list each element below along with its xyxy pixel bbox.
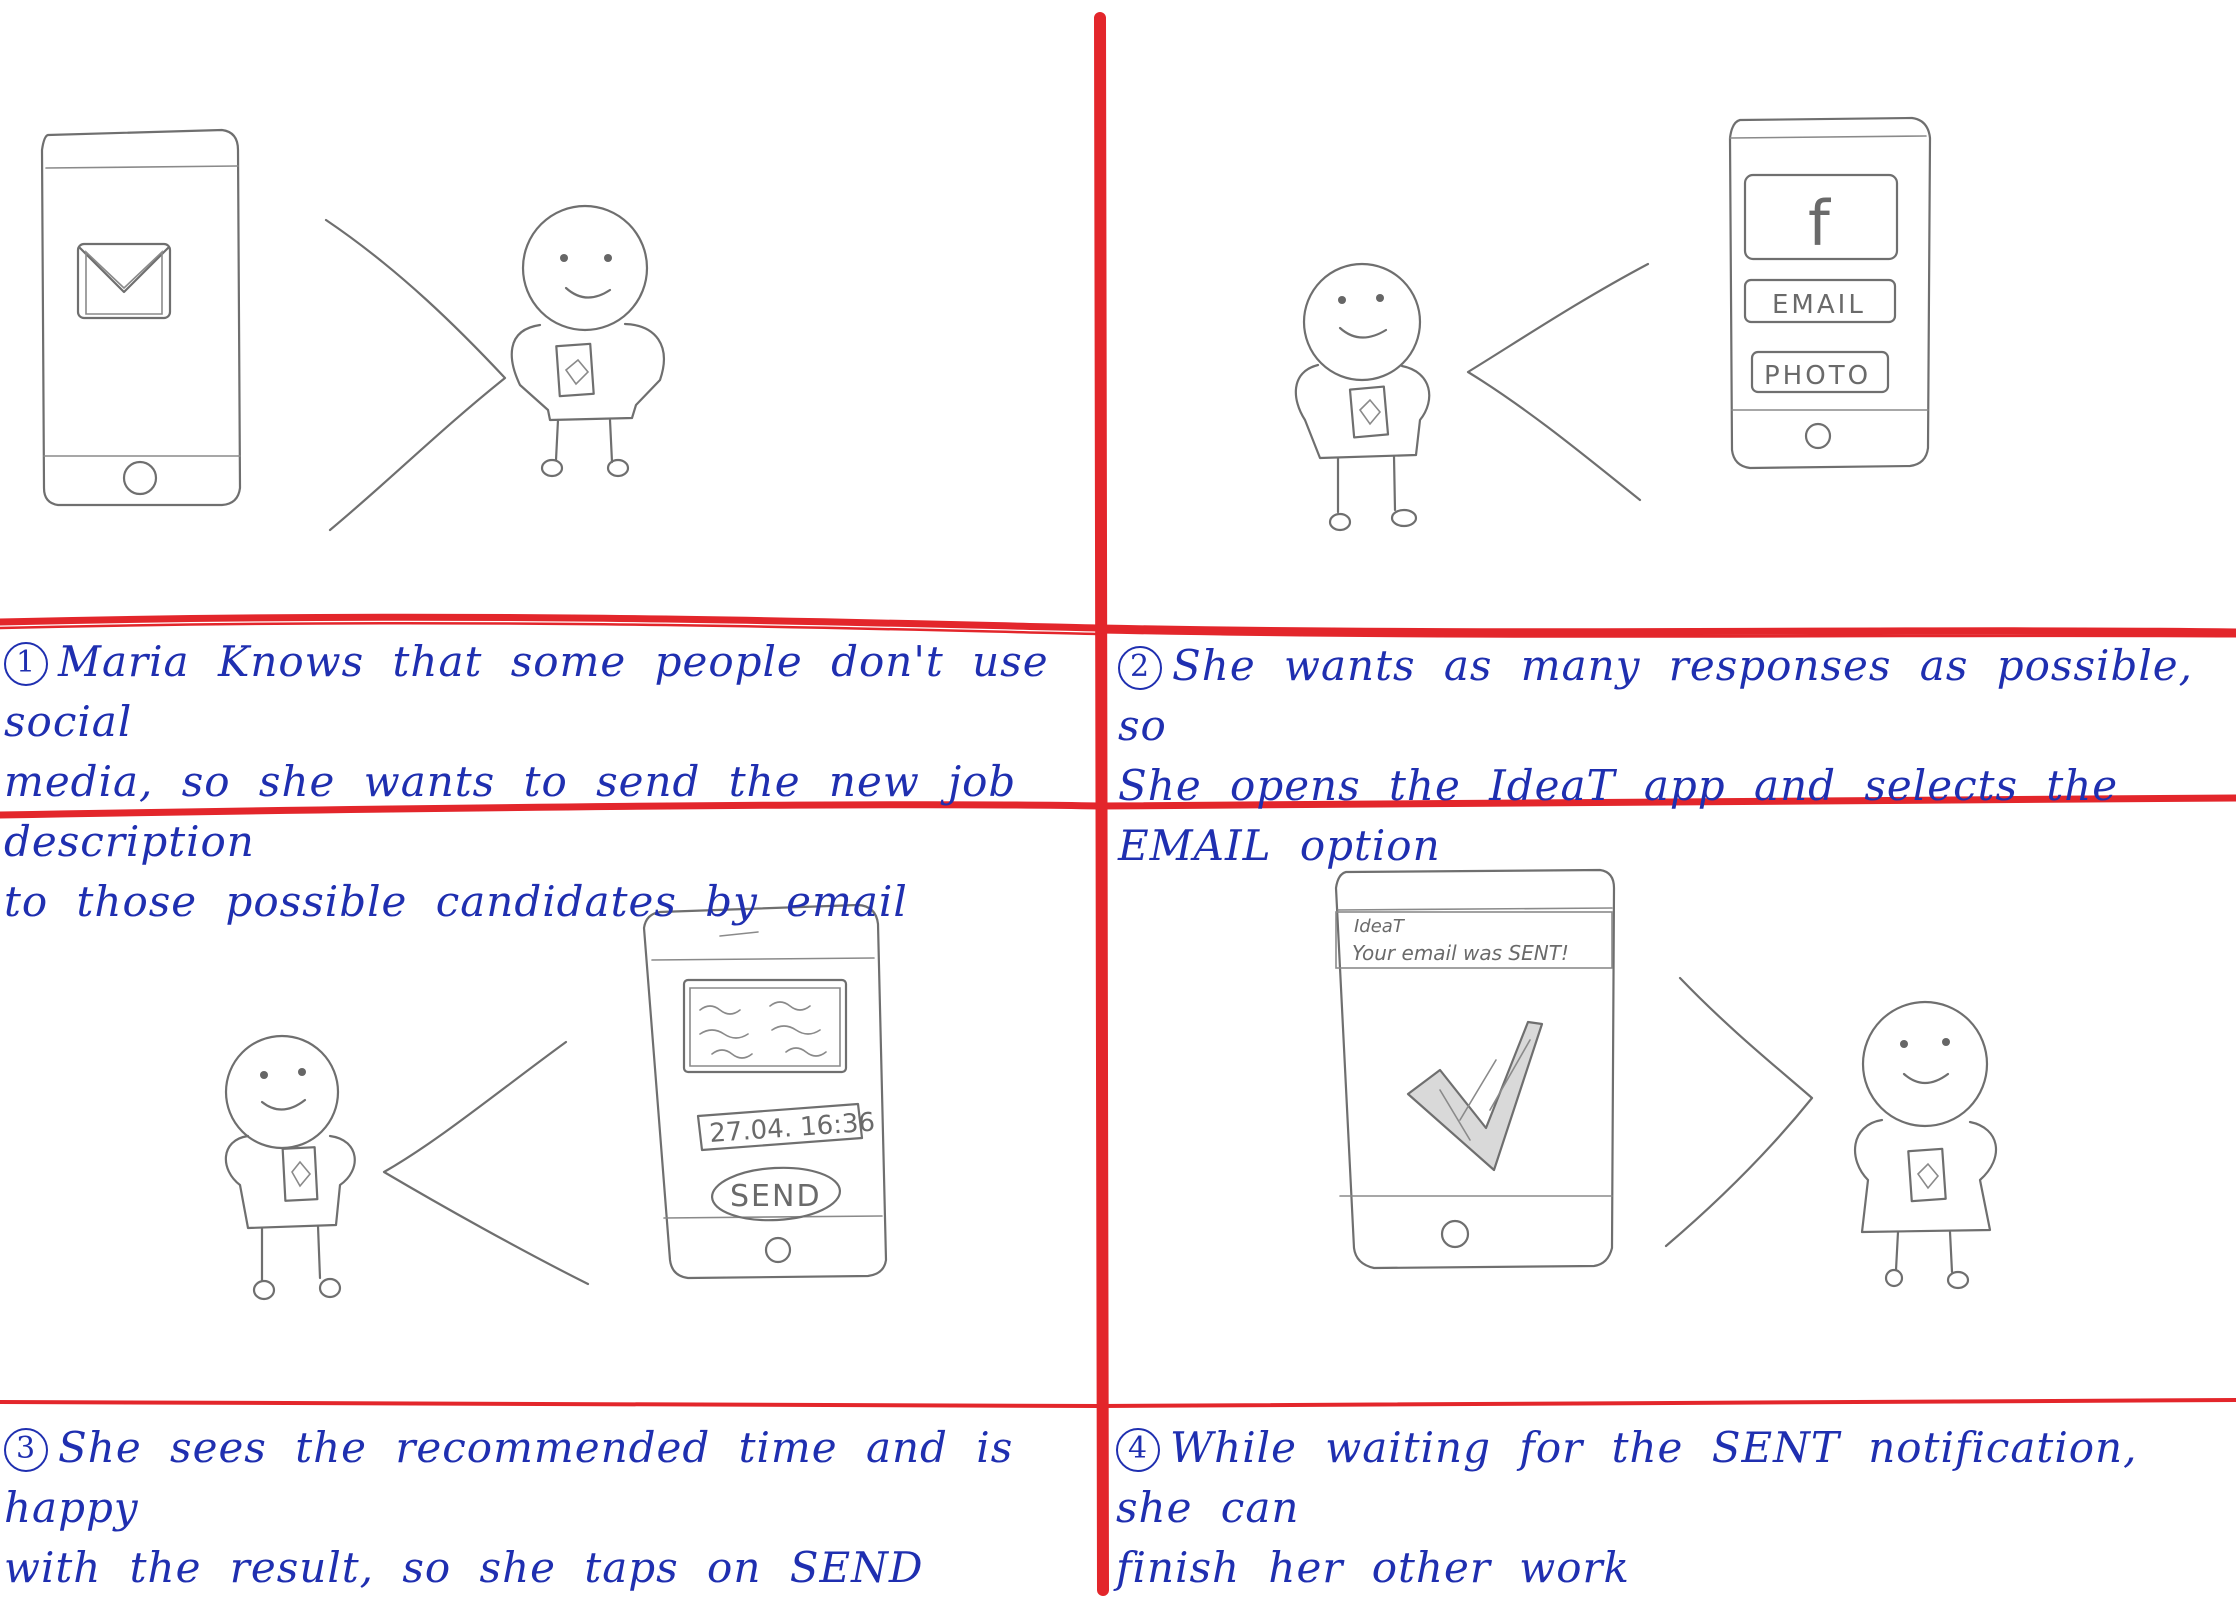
notification-app-name: IdeaT — [1354, 916, 1406, 937]
send-label: SEND — [730, 1179, 822, 1214]
caption-line: to those possible candidates by email — [4, 877, 908, 926]
speech-arrow — [324, 218, 507, 532]
caption-line: with the result, so she taps on SEND — [4, 1543, 924, 1592]
speech-arrow — [1664, 976, 1814, 1248]
person-figure — [1294, 262, 1431, 532]
panel-number: 1 — [4, 642, 48, 686]
facebook-button: f — [1743, 173, 1899, 261]
panel-number: 3 — [4, 1428, 48, 1472]
photo-option-button: PHOTO — [1750, 350, 1890, 394]
notification-banner: IdeaT Your email was SENT! — [1335, 911, 1613, 969]
facebook-icon: f — [1808, 187, 1832, 260]
panel-number: 4 — [1116, 1428, 1160, 1472]
phone-sketch — [642, 903, 888, 1280]
email-option-button: EMAIL — [1743, 278, 1897, 324]
panel-4-drawing: IdeaT Your email was SENT! — [1334, 868, 1998, 1290]
notification-message: Your email was SENT! — [1352, 941, 1569, 965]
checkmark-icon — [1406, 1020, 1544, 1172]
caption-line: media, so she wants to send the new job … — [4, 757, 1017, 866]
send-button: SEND — [710, 1166, 842, 1222]
panel-3-drawing: 27.04. 16:36 SEND — [224, 903, 888, 1301]
email-option-label: EMAIL — [1772, 290, 1866, 320]
speech-arrow — [382, 1040, 590, 1286]
photo-option-label: PHOTO — [1764, 361, 1871, 391]
phone-sketch — [1334, 868, 1616, 1270]
caption-line: finish her other work — [1116, 1543, 1631, 1592]
message-preview-box — [682, 978, 848, 1074]
phone-sketch — [1728, 116, 1932, 470]
panel-number: 2 — [1118, 646, 1162, 690]
panel-1-drawing — [40, 128, 665, 532]
person-figure — [510, 204, 665, 478]
phone-sketch — [40, 128, 242, 507]
panel-dividers — [0, 12, 2236, 1596]
person-figure — [224, 1034, 356, 1301]
panel-2-drawing: f EMAIL PHOTO — [1294, 116, 1932, 532]
person-figure — [1853, 1000, 1998, 1290]
speech-arrow — [1466, 262, 1650, 502]
gmail-icon — [76, 242, 172, 320]
datetime-field: 27.04. 16:36 — [696, 1102, 876, 1152]
caption-line: She opens the IdeaT app and selects the … — [1118, 761, 2119, 870]
